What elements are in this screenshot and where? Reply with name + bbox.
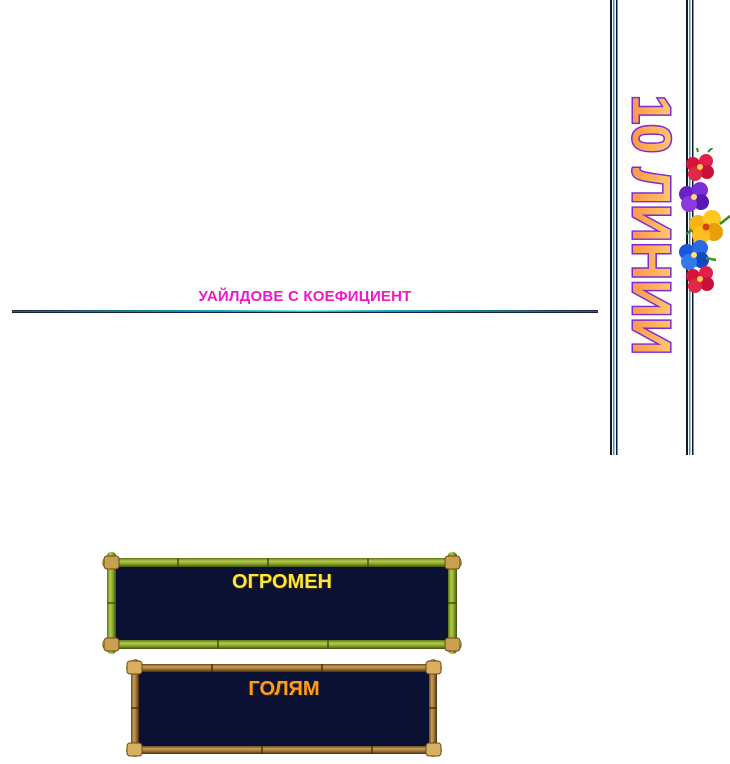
bamboo-frame-green — [102, 552, 462, 654]
svg-text:10 ЛИНИИ: 10 ЛИНИИ — [621, 95, 681, 355]
lines-banner: 10 ЛИНИИ — [606, 0, 700, 455]
wilds-title: УАЙЛДОВЕ С КОЕФИЦИЕНТ — [198, 288, 412, 305]
bamboo-frame-brown — [126, 659, 442, 757]
wilds-divider — [12, 310, 598, 313]
hibiscus-flowers-icon — [679, 148, 730, 293]
lines-banner-label: 10 ЛИНИИ — [620, 94, 683, 357]
jackpot-huge-label: ОГРОМЕН — [232, 571, 332, 593]
jackpot-huge-panel: ОГРОМЕН — [98, 548, 466, 658]
jackpot-big-panel: ГОЛЯМ — [122, 656, 446, 761]
jackpot-big-label: ГОЛЯМ — [248, 678, 320, 700]
